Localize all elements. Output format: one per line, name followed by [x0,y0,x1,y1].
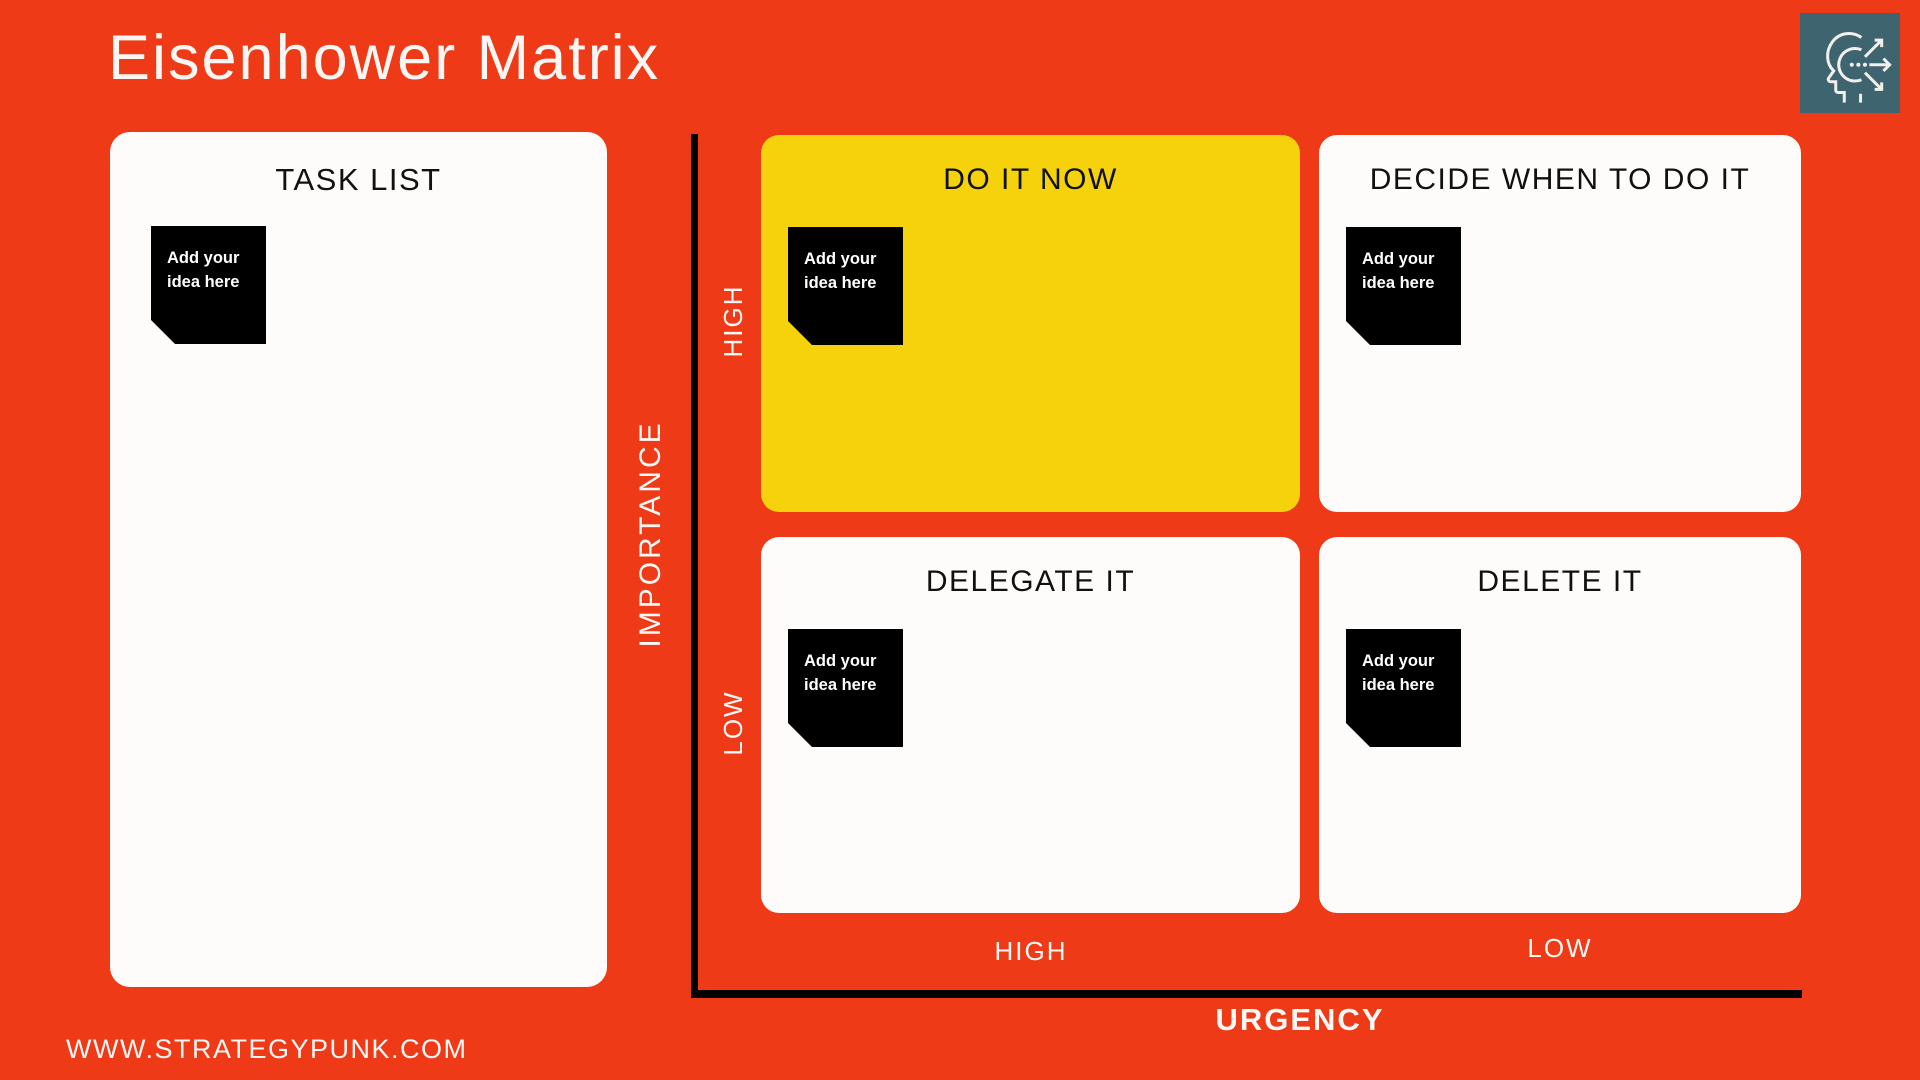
sticky-note-label: Add your idea here [167,249,240,291]
quadrant-do-it-now: DO IT NOW Add your idea here [761,135,1300,512]
importance-axis-label: IMPORTANCE [634,420,667,648]
sticky-note-label: Add your idea here [804,652,877,694]
sticky-note-delegate[interactable]: Add your idea here [788,629,903,747]
urgency-high-label: HIGH [994,936,1068,966]
quadrant-title: DO IT NOW [943,163,1118,196]
quadrant-title: DELEGATE IT [925,565,1136,598]
page-title: Eisenhower Matrix [108,23,661,93]
urgency-low-label: LOW [1527,933,1593,963]
quadrant-delete-it: DELETE IT Add your idea here [1319,537,1801,913]
sticky-note-label: Add your idea here [804,250,877,292]
quadrant-title: DECIDE WHEN TO DO IT [1369,163,1751,196]
quadrant-title: DELETE IT [1477,565,1643,598]
urgency-axis-label: URGENCY [1215,1002,1385,1037]
sticky-note-do-it-now[interactable]: Add your idea here [788,227,903,345]
sticky-note-delete[interactable]: Add your idea here [1346,629,1461,747]
importance-low-label: LOW [718,690,748,756]
sticky-note-task-list[interactable]: Add your idea here [151,226,266,344]
sticky-note-decide[interactable]: Add your idea here [1346,227,1461,345]
importance-axis-line [691,134,698,998]
importance-high-label: HIGH [718,284,748,358]
sticky-note-label: Add your idea here [1362,652,1435,694]
sticky-note-label: Add your idea here [1362,250,1435,292]
website-url: WWW.STRATEGYPUNK.COM [66,1034,468,1064]
task-list-title: TASK LIST [275,162,442,197]
quadrant-decide-when-to-do-it: DECIDE WHEN TO DO IT Add your idea here [1319,135,1801,512]
head-with-arrows-icon [1826,32,1892,103]
strategypunk-logo [1800,13,1900,113]
quadrant-delegate-it: DELEGATE IT Add your idea here [761,537,1300,913]
urgency-axis-line [691,990,1802,998]
task-list-panel: TASK LIST Add your idea here [110,132,607,987]
